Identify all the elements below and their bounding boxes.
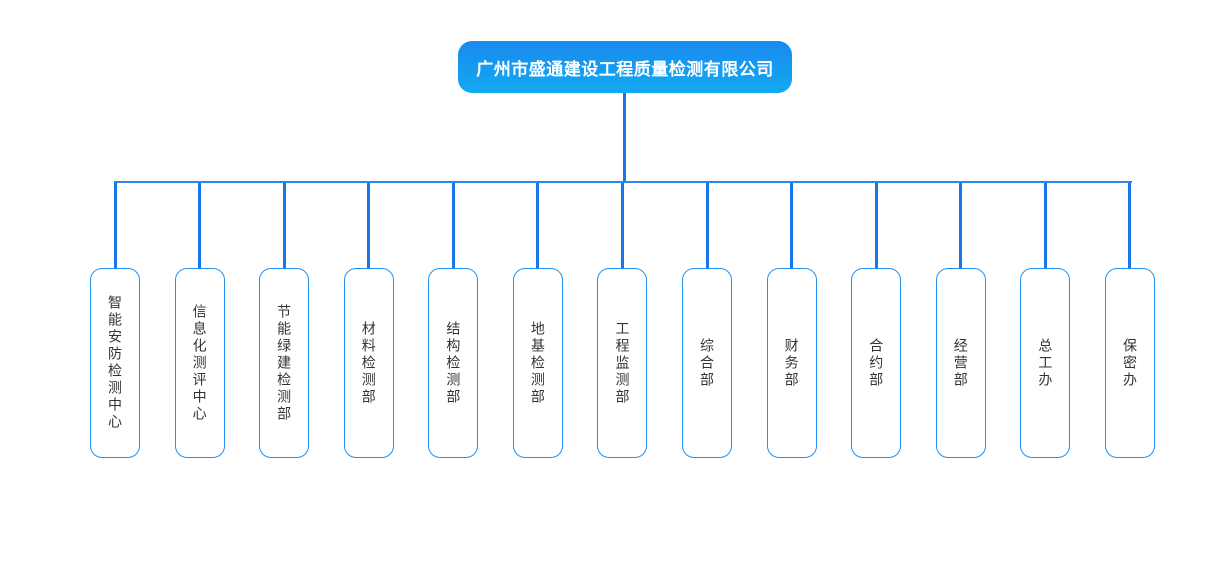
department-column: 财务部 <box>766 183 817 458</box>
department-box: 综合部 <box>682 268 733 458</box>
department-label: 材料检测部 <box>360 320 377 406</box>
root-node: 广州市盛通建设工程质量检测有限公司 <box>458 41 792 93</box>
department-column: 智能安防检测中心 <box>90 183 140 458</box>
connector-drop-line <box>367 183 371 268</box>
department-box: 信息化测评中心 <box>174 268 225 458</box>
department-label: 地基检测部 <box>529 320 546 406</box>
department-column: 工程监测部 <box>597 183 648 458</box>
connector-drop-line <box>620 183 624 268</box>
department-label: 总工办 <box>1037 337 1054 389</box>
department-box: 总工办 <box>1020 268 1071 458</box>
department-box: 结构检测部 <box>428 268 479 458</box>
department-box: 地基检测部 <box>512 268 563 458</box>
department-label: 结构检测部 <box>445 320 462 406</box>
department-label: 节能绿建检测部 <box>276 303 293 423</box>
department-column: 材料检测部 <box>343 183 394 458</box>
connector-drop-line <box>790 183 794 268</box>
department-label: 信息化测评中心 <box>191 303 208 423</box>
department-label: 合约部 <box>868 337 885 389</box>
root-connector-line <box>623 93 626 182</box>
department-box: 智能安防检测中心 <box>90 268 140 458</box>
connector-drop-line <box>874 183 878 268</box>
department-box: 材料检测部 <box>343 268 394 458</box>
connector-drop-line <box>198 183 202 268</box>
department-box: 经营部 <box>935 268 986 458</box>
root-node-label: 广州市盛通建设工程质量检测有限公司 <box>476 59 774 79</box>
department-label: 经营部 <box>952 337 969 389</box>
department-column: 结构检测部 <box>428 183 479 458</box>
connector-drop-line <box>1043 183 1047 268</box>
department-column: 综合部 <box>682 183 733 458</box>
department-box: 工程监测部 <box>597 268 648 458</box>
department-box: 财务部 <box>766 268 817 458</box>
department-column: 保密办 <box>1104 183 1155 458</box>
connector-drop-line <box>451 183 455 268</box>
department-column: 经营部 <box>935 183 986 458</box>
connector-drop-line <box>536 183 540 268</box>
department-column: 合约部 <box>851 183 902 458</box>
department-box: 节能绿建检测部 <box>259 268 310 458</box>
department-column: 总工办 <box>1020 183 1071 458</box>
department-column: 节能绿建检测部 <box>259 183 310 458</box>
department-column: 地基检测部 <box>512 183 563 458</box>
department-label: 综合部 <box>699 337 716 389</box>
department-column: 信息化测评中心 <box>174 183 225 458</box>
horizontal-connector-line <box>114 181 1132 183</box>
department-box: 合约部 <box>851 268 902 458</box>
department-label: 保密办 <box>1121 337 1138 389</box>
connector-drop-line <box>705 183 709 268</box>
connector-drop-line <box>1128 183 1132 268</box>
department-columns: 智能安防检测中心 信息化测评中心 节能绿建检测部 材料检测部 结构检测部 地基检测部 工程监… <box>90 183 1155 458</box>
department-box: 保密办 <box>1104 268 1155 458</box>
connector-drop-line <box>113 183 117 268</box>
department-label: 智能安防检测中心 <box>107 295 123 431</box>
connector-drop-line <box>282 183 286 268</box>
department-label: 财务部 <box>783 337 800 389</box>
department-label: 工程监测部 <box>614 320 631 406</box>
connector-drop-line <box>959 183 963 268</box>
